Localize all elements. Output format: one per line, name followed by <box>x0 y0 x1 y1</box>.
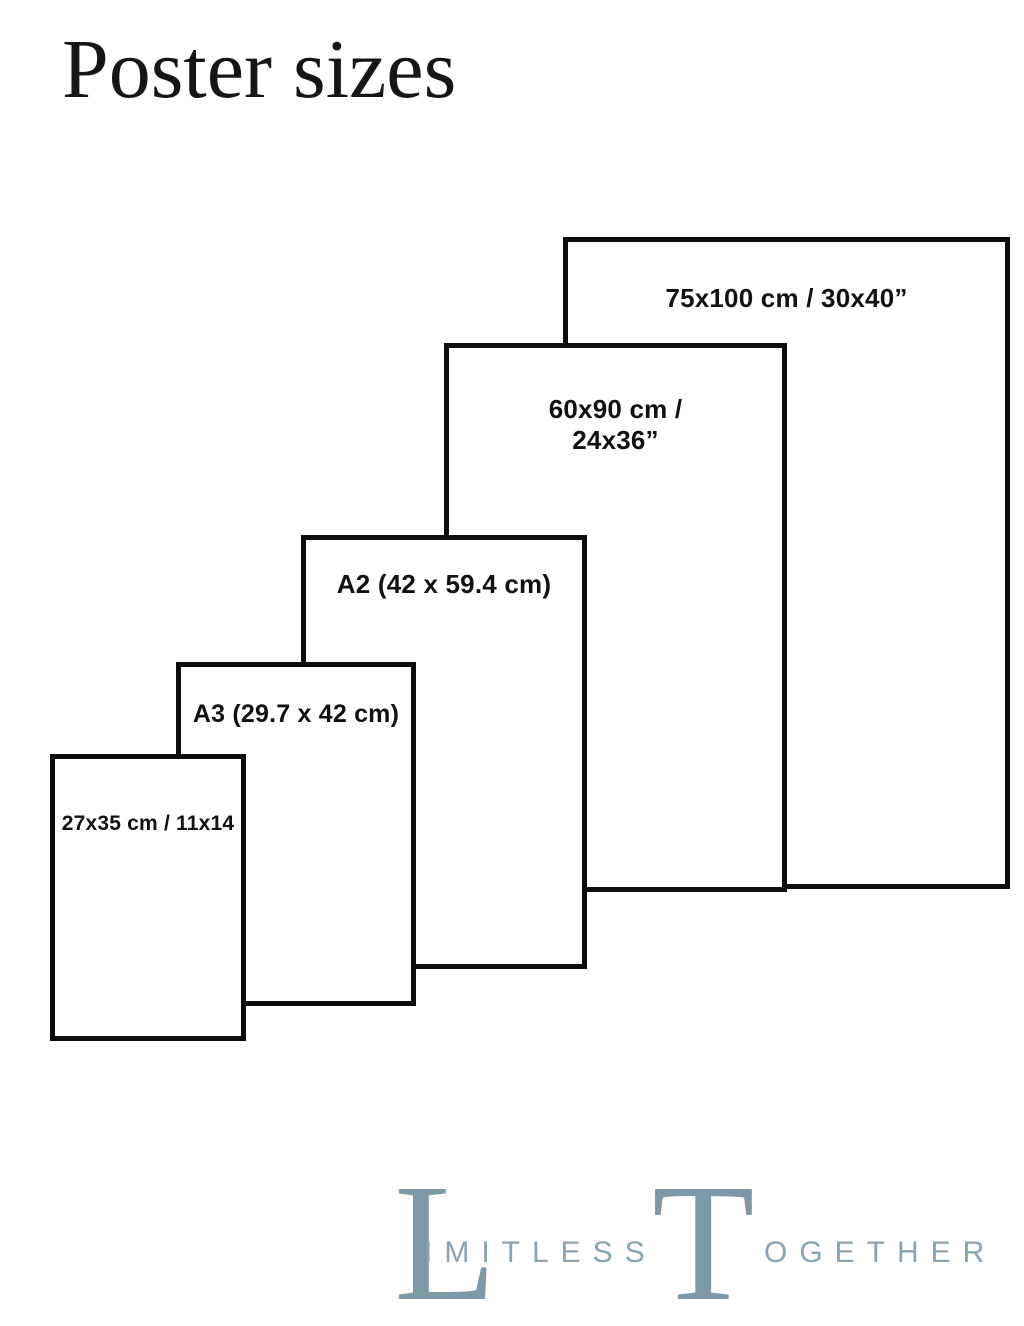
poster-size-label-line: 27x35 cm / 11x14 <box>61 812 235 835</box>
logo-initial-l: L <box>394 1150 497 1326</box>
poster-size-label-75x100: 75x100 cm / 30x40” <box>568 282 1005 314</box>
poster-rect-27x35: 27x35 cm / 11x14 <box>50 754 246 1041</box>
logo-initial-t: T <box>652 1150 755 1326</box>
poster-size-label-a2: A2 (42 x 59.4 cm) <box>306 568 582 600</box>
poster-size-label-line: A3 (29.7 x 42 cm) <box>192 700 400 728</box>
poster-size-label-line: A2 (42 x 59.4 cm) <box>336 569 552 599</box>
poster-size-label-27x35: 27x35 cm / 11x14 <box>55 811 241 837</box>
poster-size-label-line: 75x100 cm / 30x40” <box>665 283 908 313</box>
logo-word-limitless: IMITLESS <box>424 1236 657 1269</box>
poster-size-label-a3: A3 (29.7 x 42 cm) <box>181 699 411 730</box>
logo-word-together: OGETHER <box>764 1236 997 1269</box>
page-title: Poster sizes <box>62 23 457 116</box>
poster-size-label-line: 24x36” <box>572 425 659 455</box>
poster-size-label-60x90: 60x90 cm / 24x36” <box>449 394 782 456</box>
poster-size-label-line: 60x90 cm / <box>548 394 683 424</box>
